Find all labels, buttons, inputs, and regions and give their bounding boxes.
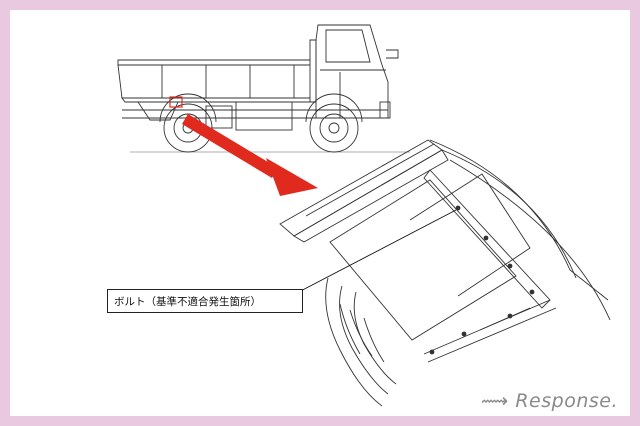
diagram-canvas: [117, 24, 611, 407]
callout-label: ボルト（基準不適合発生箇所）: [107, 289, 303, 313]
response-watermark: ⟿ Response.: [481, 390, 618, 412]
response-swoosh-icon: ⟿: [481, 390, 509, 412]
bracket-detail-drawing: [279, 139, 611, 407]
callout-leader-line: [292, 209, 457, 296]
diagram-frame: ボルト（基準不適合発生箇所） ⟿ Response.: [10, 10, 630, 416]
highlight-marker: [169, 96, 183, 108]
truck-drawing: [117, 24, 410, 153]
bolt-markers: [429, 205, 535, 355]
watermark-text: Response.: [515, 390, 618, 412]
pointer-arrow: [182, 114, 318, 196]
